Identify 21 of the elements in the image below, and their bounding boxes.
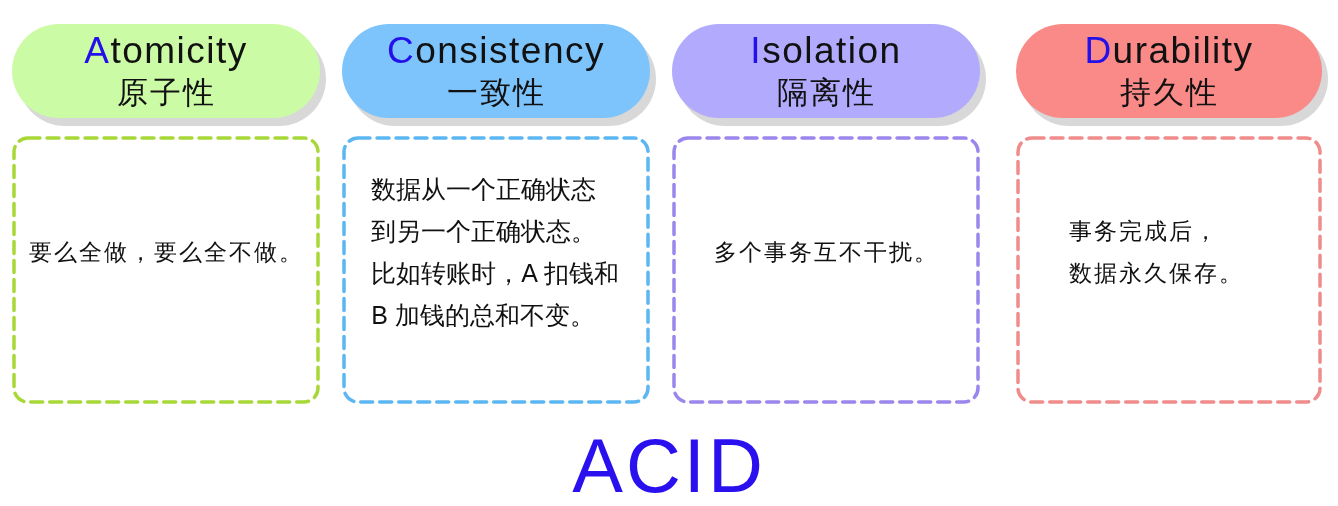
heading-pill	[342, 24, 650, 118]
dashed-box	[12, 136, 320, 404]
heading-pill	[1016, 24, 1322, 118]
term-heading: Isolation	[750, 29, 902, 73]
term-translation: 原子性	[116, 74, 216, 112]
heading-pill	[12, 24, 320, 118]
diagram-title: ACID	[572, 428, 766, 504]
description-text: 数据从一个正确状态到另一个正确状态。比如转账时，A 扣钱和 B 加钱的总和不变。	[371, 174, 620, 331]
description-text: 多个事务互不干扰。	[713, 238, 939, 267]
term-heading: Consistency	[386, 29, 605, 73]
term-heading: Durability	[1084, 29, 1254, 73]
description-text: 事务完成后，数据永久保存。	[1069, 217, 1245, 288]
dashed-box	[672, 136, 980, 404]
description-text: 要么全做，要么全不做。	[28, 238, 304, 267]
dashed-box	[1016, 136, 1322, 404]
term-heading: Atomicity	[84, 29, 248, 73]
dashed-box	[342, 136, 650, 404]
term-translation: 隔离性	[776, 74, 876, 112]
term-translation: 持久性	[1119, 74, 1219, 112]
heading-pill	[672, 24, 980, 118]
term-translation: 一致性	[446, 74, 546, 112]
